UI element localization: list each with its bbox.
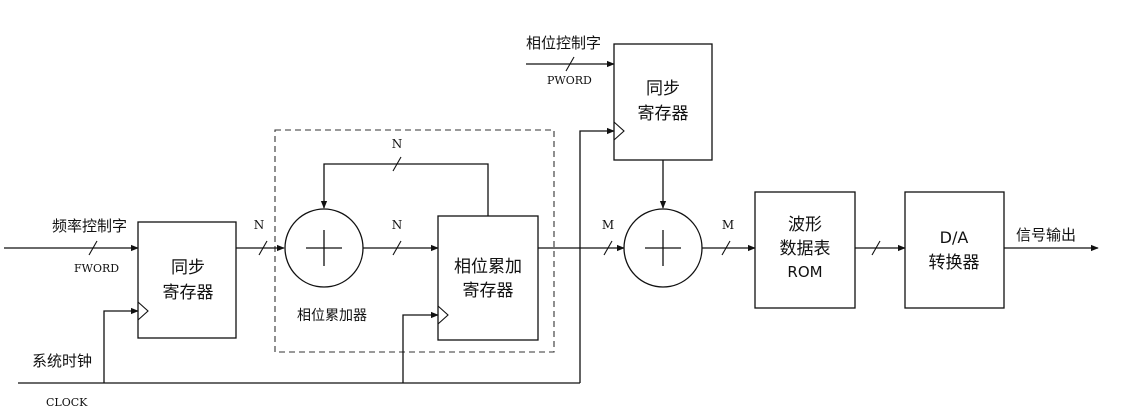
- phase-offset-adder-circle: [623, 208, 703, 288]
- bus-width-n-in: N: [254, 218, 265, 232]
- bus-width-n-feedback: N: [392, 137, 403, 151]
- phase-word-bus-slash: [565, 56, 575, 72]
- sync-register-2-line2: 寄存器: [638, 104, 689, 124]
- bus-slash-n-feedback: [392, 156, 402, 172]
- bus-width-m-adder-out: M: [722, 218, 734, 232]
- phase-accumulator-register-block: 相位累加 寄存器: [437, 215, 539, 341]
- sync-register-block-2: 同步 寄存器: [613, 43, 713, 161]
- bus-width-n-mid: N: [392, 218, 403, 232]
- sync-register-block-1: 同步 寄存器: [137, 221, 237, 339]
- clock-to-sync1-wire: [103, 307, 139, 383]
- feedback-wire: [320, 163, 489, 216]
- rom-line2: 数据表: [780, 239, 831, 259]
- phase-accumulator-boundary: [274, 129, 555, 353]
- rom-line3: ROM: [787, 263, 822, 281]
- bus-slash-rom-out: [871, 240, 881, 256]
- pword-label: PWORD: [547, 74, 592, 87]
- bus-slash-n-mid: [392, 240, 402, 256]
- clock-to-acc-reg-wire: [402, 311, 439, 383]
- dac-line2: 转换器: [929, 253, 980, 273]
- freq-word-bus-slash: [88, 240, 98, 256]
- waveform-rom-block: 波形 数据表 ROM: [754, 191, 856, 309]
- dac-block: D/A 转换器: [904, 191, 1005, 309]
- signal-output-label: 信号输出: [1016, 226, 1076, 244]
- system-clock-label: 系统时钟: [32, 352, 92, 370]
- sync-register-1-line2: 寄存器: [163, 283, 214, 303]
- bus-width-m-acc-out: M: [602, 218, 614, 232]
- clock-label: CLOCK: [46, 396, 88, 409]
- fword-label: FWORD: [74, 262, 119, 275]
- sync-register-2-line1: 同步: [646, 79, 680, 99]
- phase-adder-circle: [284, 208, 364, 288]
- rom-line1: 波形: [788, 215, 822, 235]
- clock-to-sync2-wire: [579, 127, 615, 383]
- sync-register-1-line1: 同步: [171, 258, 205, 278]
- bus-slash-n-in: [258, 240, 268, 256]
- phase-acc-reg-line1: 相位累加: [454, 257, 522, 277]
- phase-accumulator-label: 相位累加器: [297, 308, 367, 324]
- dac-line1: D/A: [940, 228, 969, 247]
- freq-control-word-label: 频率控制字: [52, 217, 127, 235]
- phase-control-word-label: 相位控制字: [526, 34, 601, 52]
- phase-acc-reg-line2: 寄存器: [463, 281, 514, 301]
- bus-slash-m-adder-out: [721, 240, 731, 256]
- bus-slash-m-acc-out: [603, 240, 613, 256]
